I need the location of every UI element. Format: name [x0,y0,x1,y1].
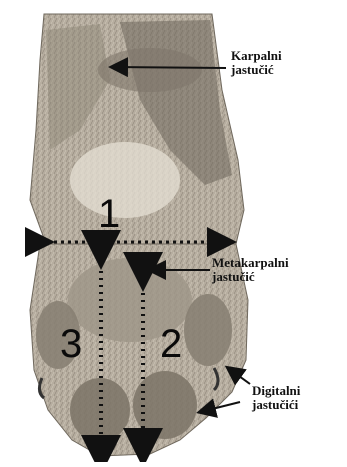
measure-3-number: 3 [60,324,82,364]
digitalni-label-line2: jastučići [252,398,300,412]
metakarpalni-label-line1: Metakarpalni [212,256,289,270]
karpalni-pad-shape [98,48,202,92]
digitalni-label-line1: Digitalni [252,384,300,398]
digital-pad-right [184,294,232,366]
karpalni-label: Karpalni jastučić [231,49,282,77]
central-fur-light [70,142,180,218]
karpalni-label-line2: jastučić [231,63,282,77]
measure-1-number: 1 [98,194,120,234]
metakarpalni-label-line2: jastučić [212,270,289,284]
digitalni-label: Digitalni jastučići [252,384,300,412]
measure-2-number: 2 [160,324,182,364]
karpalni-pointer [112,67,226,68]
metakarpalni-label: Metakarpalni jastučić [212,256,289,284]
karpalni-label-line1: Karpalni [231,49,282,63]
